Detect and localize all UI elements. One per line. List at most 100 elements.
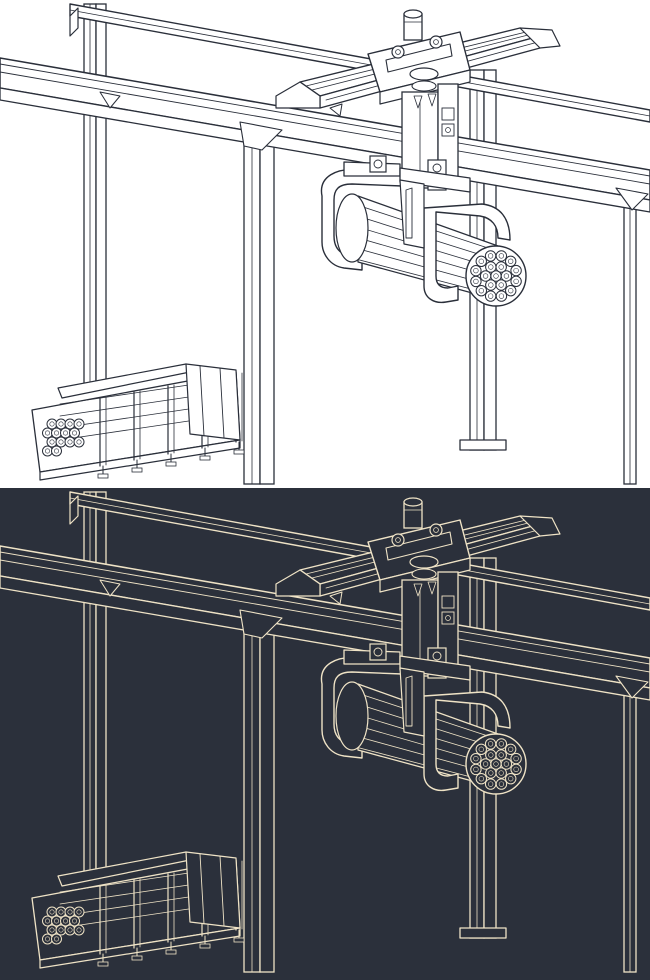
rack-foot-pad xyxy=(233,449,245,455)
rack-foot-pad xyxy=(165,949,177,955)
mast-bolt xyxy=(445,127,451,133)
stack-tube-bore xyxy=(53,430,59,436)
stack-tube-bore xyxy=(72,918,78,924)
hoist-motor-cap xyxy=(403,497,423,507)
beam-gusset-left xyxy=(99,91,121,109)
beam-gusset-middle xyxy=(239,609,283,639)
stack-tube-bore xyxy=(49,421,55,427)
beam-gusset-left xyxy=(99,579,121,597)
stack-tube-bore xyxy=(76,439,82,445)
trolley-end-carriage-right xyxy=(519,515,561,537)
bundle-rear-end xyxy=(335,681,369,751)
bundle-tube-bore xyxy=(513,755,519,762)
top-runway-bracket xyxy=(69,495,79,525)
gripper-actuator-left-bolt xyxy=(373,159,383,169)
stack-tube-bore xyxy=(58,439,64,445)
bundle-tube-bore xyxy=(498,293,505,299)
stack-tube-bore xyxy=(44,448,50,454)
top-runway-beam-edge xyxy=(69,497,650,605)
stack-tube-bore xyxy=(53,448,59,454)
stack-tube-bore xyxy=(76,421,82,427)
gripper-inner-slot xyxy=(405,675,413,727)
bundle-tube-bore xyxy=(513,278,519,284)
mast-notch-2 xyxy=(427,581,437,595)
bundle-tube-bore xyxy=(473,766,479,773)
hoist-wheel-left-hub xyxy=(395,537,401,543)
bundle-tube-bore xyxy=(482,761,489,767)
main-beam-rail-top xyxy=(0,63,650,177)
bundle-tube-bore xyxy=(473,278,479,285)
bundle-tube-bore xyxy=(508,746,514,752)
main-beam-rail-mid xyxy=(0,559,650,673)
bundle-tube-bore xyxy=(498,741,504,747)
bundle-tube-bore xyxy=(498,253,504,259)
bundle-tube-bore xyxy=(513,766,519,772)
stack-tube-bore xyxy=(49,909,55,915)
rack-end-bar-2 xyxy=(219,855,225,927)
stack-tube-bore xyxy=(67,927,73,933)
beam-gusset-right xyxy=(615,675,649,699)
mast-notch-2 xyxy=(427,93,437,107)
mast-notch-1 xyxy=(413,95,423,109)
stack-tube-bore xyxy=(49,927,55,933)
bundle-tube-bore xyxy=(487,253,494,259)
bundle-tube-bore xyxy=(498,282,504,288)
rack-end-frame xyxy=(185,363,241,441)
column-right-base-plate xyxy=(459,439,507,451)
rack-foot-pad xyxy=(131,467,143,473)
hoist-drum-lower xyxy=(411,568,437,580)
bundle-tube-bore xyxy=(478,746,484,752)
bundle-tube-bore xyxy=(493,761,499,767)
main-beam-rail-mid xyxy=(0,71,650,185)
stack-tube-bore xyxy=(58,927,64,933)
stack-tube-bore xyxy=(67,421,73,427)
stack-tube-bore xyxy=(76,927,82,933)
bundle-tube-bore xyxy=(513,267,519,274)
bundle-tube-bore xyxy=(478,776,484,782)
gripper-crossbar xyxy=(399,655,471,681)
bundle-tube-bore xyxy=(488,770,494,776)
rack-bottom-rail xyxy=(39,439,241,481)
stack-tube-bore xyxy=(62,918,68,924)
stack-tube-bore xyxy=(53,918,59,924)
bundle-tube-bore xyxy=(503,273,510,279)
hoist-carriage-upper xyxy=(385,43,453,73)
rack-end-bar-2 xyxy=(219,367,225,439)
stack-tube-bore xyxy=(53,936,59,942)
rack-end-bar-1 xyxy=(199,853,205,925)
bundle-tube-bore xyxy=(488,282,494,288)
trolley-support-left xyxy=(329,591,343,605)
rack-foot-pad xyxy=(199,455,211,461)
rack-foot-pad xyxy=(199,943,211,949)
gripper-arm-front xyxy=(423,691,511,792)
bundle-tube-bore xyxy=(493,273,499,279)
rack-foot-pad xyxy=(131,955,143,961)
bundle-tube-bore xyxy=(487,741,494,747)
bundle-tube-bore xyxy=(498,781,505,787)
gripper-actuator-left-bolt xyxy=(373,647,383,657)
hoist-drum xyxy=(409,67,439,81)
bundle-tube-bore xyxy=(508,776,514,782)
gripper-crossbar xyxy=(399,167,471,193)
bundle-tube-bore xyxy=(503,761,510,767)
stack-tube-bore xyxy=(44,918,50,924)
hoist-drum-lower xyxy=(411,80,437,92)
column-left-side xyxy=(95,3,107,385)
beam-gusset-right xyxy=(615,187,649,211)
light-crane-drawing xyxy=(0,0,650,488)
top-runway-beam-edge xyxy=(69,9,650,117)
stack-tube-bore xyxy=(72,430,78,436)
bundle-tube-bore xyxy=(488,264,494,270)
stack-tube-bore xyxy=(67,909,73,915)
bundle-tube-bore xyxy=(508,288,514,294)
rack-foot-pad xyxy=(165,461,177,467)
gripper-arm-front xyxy=(423,203,511,304)
mast-notch-1 xyxy=(413,583,423,597)
stack-tube-bore xyxy=(58,909,64,915)
trolley-support-left xyxy=(329,103,343,117)
column-left-side xyxy=(95,491,107,873)
stack-tube-bore xyxy=(49,439,55,445)
bundle-tube-bore xyxy=(478,288,484,294)
stack-tube-bore xyxy=(76,909,82,915)
rack-foot-pad xyxy=(97,473,109,479)
